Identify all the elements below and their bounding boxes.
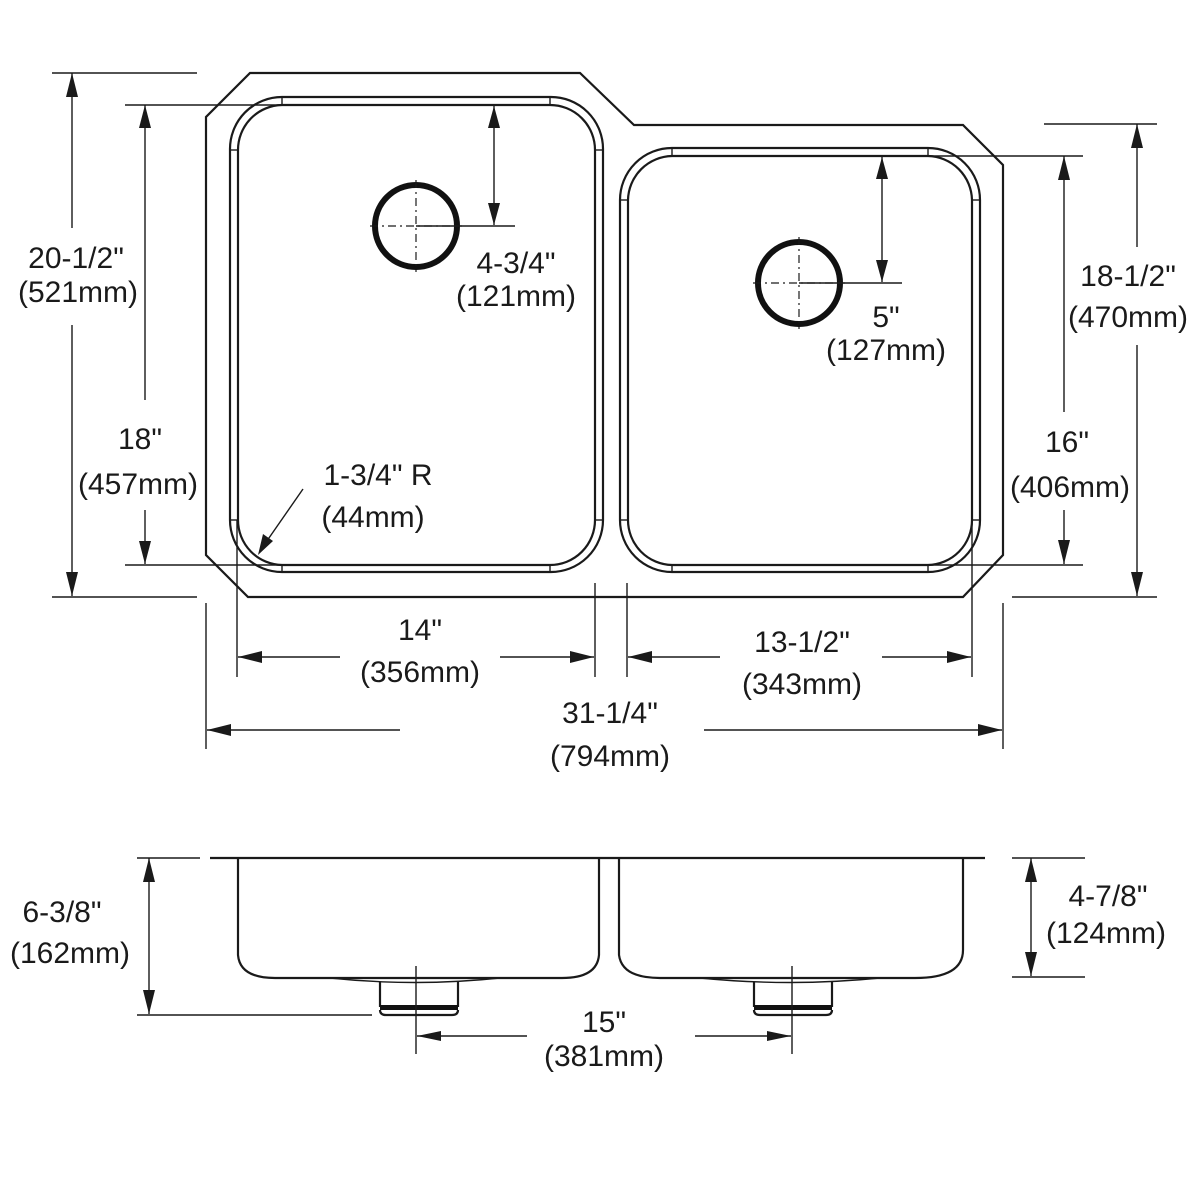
right-drain-offset-dimension: 5" (127mm) — [799, 157, 946, 367]
right-bowl-height-metric: (124mm) — [1046, 917, 1166, 950]
left-drain-offset-dimension: 4-3/4" (121mm) — [416, 106, 576, 313]
right-bowl-height-imperial: 4-7/8" — [1068, 880, 1147, 913]
right-bowl — [618, 146, 982, 574]
overall-width-dimension: 31-1/4" (794mm) — [207, 697, 1002, 773]
left-bowl-height-imperial: 6-3/8" — [22, 896, 101, 929]
left-bowl-profile — [236, 858, 601, 980]
right-bowl-depth-imperial: 16" — [1045, 426, 1089, 459]
left-bowl-depth-dimension: 18" (457mm) — [78, 104, 282, 566]
right-bowl-height-dimension: 4-7/8" (124mm) — [1012, 857, 1166, 978]
elevation-view: 6-3/8" (162mm) 4-7/8" (124mm) 15" (381mm… — [10, 856, 1166, 1073]
right-bowl-width-dimension: 13-1/2" (343mm) — [628, 626, 971, 701]
right-overall-depth-dimension: 18-1/2" (470mm) — [1012, 123, 1188, 598]
overall-depth-metric: (521mm) — [18, 276, 138, 309]
drain-spacing-dimension: 15" (381mm) — [417, 1006, 791, 1073]
right-drain-offset-metric: (127mm) — [826, 334, 946, 367]
left-bowl-width-metric: (356mm) — [360, 656, 480, 689]
right-drain-body — [752, 982, 834, 1017]
left-bowl — [228, 95, 605, 574]
overall-depth-dimension: 20-1/2" (521mm) — [18, 72, 197, 598]
right-drain-offset-imperial: 5" — [872, 301, 899, 334]
overall-depth-imperial: 20-1/2" — [28, 242, 124, 275]
right-bowl-width-imperial: 13-1/2" — [754, 626, 850, 659]
right-bowl-depth-metric: (406mm) — [1010, 471, 1130, 504]
left-bowl-depth-metric: (457mm) — [78, 468, 198, 501]
overall-width-metric: (794mm) — [550, 740, 670, 773]
sink-outer-outline — [204, 71, 1005, 599]
overall-width-imperial: 31-1/4" — [562, 697, 658, 730]
right-bowl-depth-dimension: 16" (406mm) — [930, 155, 1130, 566]
right-bowl-width-metric: (343mm) — [742, 668, 862, 701]
left-drain-offset-imperial: 4-3/4" — [476, 247, 555, 280]
plan-view: 4-3/4" (121mm) 5" (127mm) 20-1/2" (521mm… — [18, 71, 1188, 773]
left-drain-body — [378, 982, 460, 1017]
right-bowl-profile — [617, 858, 965, 980]
left-bowl-width-imperial: 14" — [398, 614, 442, 647]
left-drain-offset-metric: (121mm) — [456, 280, 576, 313]
corner-radius-callout: 1-3/4" R (44mm) — [258, 459, 433, 555]
drain-spacing-metric: (381mm) — [544, 1040, 664, 1073]
drain-spacing-imperial: 15" — [582, 1006, 626, 1039]
corner-radius-imperial: 1-3/4" R — [323, 459, 432, 492]
corner-radius-metric: (44mm) — [321, 501, 424, 534]
left-bowl-height-dimension: 6-3/8" (162mm) — [10, 857, 372, 1016]
right-overall-depth-imperial: 18-1/2" — [1080, 260, 1176, 293]
left-bowl-height-metric: (162mm) — [10, 937, 130, 970]
right-overall-depth-metric: (470mm) — [1068, 301, 1188, 334]
left-bowl-depth-imperial: 18" — [118, 423, 162, 456]
left-bowl-width-dimension: 14" (356mm) — [238, 614, 594, 689]
